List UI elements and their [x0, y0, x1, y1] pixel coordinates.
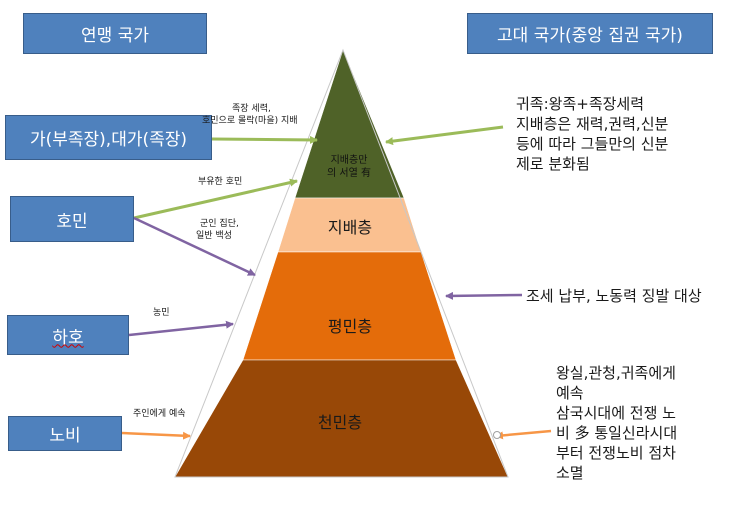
- arrow-homin-to-commoner: [133, 216, 256, 277]
- header-ancient-state: 고대 국가(중앙 집권 국가): [467, 13, 713, 54]
- commoner-layer-label: 평민층: [327, 317, 373, 336]
- arrow-tail-dot: [493, 431, 501, 439]
- apex-label-line1: 지배층만: [330, 155, 368, 166]
- desc-lowborn-line3: 삼국시대에 전쟁 노: [556, 404, 676, 422]
- arrow-ga-to-apex: [211, 135, 318, 144]
- note-ga-line2: 호민으로 몰락(마을) 지배: [202, 116, 298, 127]
- box-ga-daega: 가(부족장),대가(족장): [5, 115, 212, 160]
- desc-lowborn-line2: 예속: [556, 384, 584, 402]
- desc-ruling-line1: 귀족:왕족+족장세력: [516, 95, 645, 113]
- desc-lowborn-line4: 비 多 통일신라시대: [556, 424, 678, 442]
- desc-commoner: 조세 납부, 노동력 징발 대상: [526, 287, 702, 305]
- note-homin-lower-line2: 일반 백성: [196, 231, 232, 241]
- arrow-haho-to-commoner: [128, 320, 234, 337]
- box-haho-label: 하호: [52, 327, 84, 348]
- box-homin: 호민: [10, 196, 134, 242]
- pyramid-commoner-layer: [242, 251, 457, 361]
- desc-ruling-line4: 제로 분화됨: [516, 155, 590, 173]
- box-nobi: 노비: [8, 416, 122, 451]
- pyramid-outline: [174, 48, 509, 478]
- note-homin-upper: 부유한 호민: [198, 177, 243, 187]
- desc-lowborn: 왕실,관청,귀족에게 예속 삼국시대에 전쟁 노 비 多 통일신라시대 부터 전…: [556, 363, 677, 483]
- desc-lowborn-line1: 왕실,관청,귀족에게: [556, 364, 676, 382]
- arrow-homin-to-apex: [133, 178, 298, 220]
- arrow-nobi-to-lowborn: [121, 431, 191, 440]
- note-nobi: 주인에게 예속: [133, 409, 186, 419]
- desc-lowborn-line5: 부터 전쟁노비 점차: [556, 444, 676, 462]
- arrow-right-to-lowborn: [495, 429, 552, 440]
- desc-ruling: 귀족:왕족+족장세력 지배층은 재력,권력,신분 등에 따라 그들만의 신분 제…: [516, 94, 668, 174]
- desc-ruling-line3: 등에 따라 그들만의 신분: [516, 135, 669, 153]
- desc-ruling-line2: 지배층은 재력,권력,신분: [516, 115, 669, 133]
- arrow-right-to-apex: [385, 125, 504, 146]
- header-confederacy: 연맹 국가: [23, 13, 207, 54]
- lowborn-layer-label: 천민층: [317, 413, 363, 432]
- note-homin-lower-line1: 군인 집단,: [200, 219, 239, 229]
- apex-label: 지배층만 의 서열 有: [318, 154, 380, 180]
- arrow-right-to-commoner: [445, 291, 523, 300]
- note-ga-line2-text: 호민으로 몰락(마을) 지배: [202, 116, 298, 126]
- apex-label-line2: 의 서열 有: [327, 168, 371, 179]
- note-ga-line1: 족장 세력,: [232, 104, 271, 114]
- ruling-layer-label: 지배층: [327, 218, 373, 237]
- box-haho: 하호: [7, 315, 129, 355]
- note-haho: 농민: [153, 308, 170, 318]
- desc-lowborn-line6: 소멸: [556, 464, 584, 482]
